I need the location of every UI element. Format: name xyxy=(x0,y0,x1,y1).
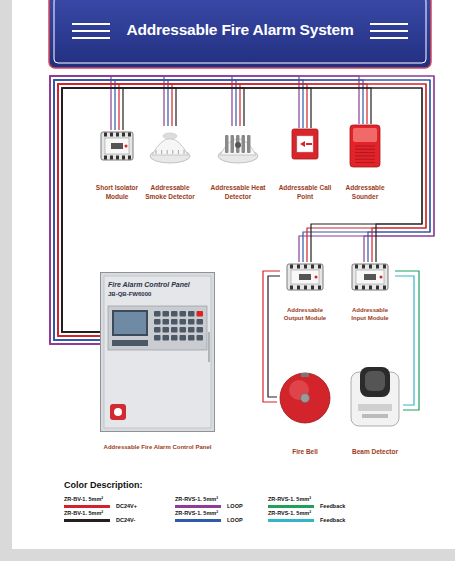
call-icon xyxy=(292,129,318,159)
wire-strand xyxy=(62,88,422,332)
device-label: Addressable Call Point xyxy=(277,184,333,202)
smoke-icon xyxy=(150,133,190,163)
call-point: Addressable Call Point xyxy=(277,128,333,204)
legend-text: DC24V- xyxy=(116,517,135,523)
wire-strand xyxy=(62,88,422,332)
heat-illustration xyxy=(217,126,259,164)
module-illustration xyxy=(351,262,389,292)
cable-spec: ZR-RVS-1. 5mm² xyxy=(175,510,218,516)
device-label: Addressable Input Module xyxy=(345,306,395,322)
panel-caption: Addressable Fire Alarm Control Panel xyxy=(94,444,221,450)
title-text: Addressable Fire Alarm System xyxy=(0,21,455,39)
bell-illustration xyxy=(279,372,331,424)
smoke-detector: Addressable Smoke Detector xyxy=(141,126,199,204)
device-label: Short Isolator Module xyxy=(89,184,145,202)
device-label: Addressable Heat Detector xyxy=(209,184,267,202)
wire-strand xyxy=(268,276,280,397)
cable-spec: ZR-BV-1. 5mm² xyxy=(64,496,103,502)
legend-swatch xyxy=(64,519,110,522)
legend-text: Feedback xyxy=(320,503,345,509)
bell-icon xyxy=(280,373,330,423)
heat-detector: Addressable Heat Detector xyxy=(209,126,267,204)
isolator-module: Short Isolator Module xyxy=(89,130,145,204)
module-icon xyxy=(352,264,388,290)
sounder-icon xyxy=(350,125,380,167)
input-module: Addressable Input Module xyxy=(345,262,395,324)
legend-text: LOOP xyxy=(227,503,243,509)
legend-text: DC24V+ xyxy=(116,503,137,509)
beam-icon xyxy=(351,367,399,426)
output-module: Addressable Output Module xyxy=(280,262,330,324)
panel-name: Fire Alarm Control Panel xyxy=(108,281,190,288)
cable-spec: ZR-BV-1. 5mm² xyxy=(64,510,103,516)
control-panel: Fire Alarm Control PanelJB-QB-FW6000Addr… xyxy=(100,272,215,452)
side-strip xyxy=(0,0,12,561)
legend-swatch xyxy=(268,519,314,522)
legend-swatch xyxy=(175,505,221,508)
module-icon xyxy=(287,264,323,290)
panel-icon xyxy=(101,273,215,432)
legend-swatch xyxy=(64,505,110,508)
cable-spec: ZR-RVS-1. 5mm² xyxy=(268,496,311,502)
legend-swatch xyxy=(175,519,221,522)
cable-spec: ZR-RVS-1. 5mm² xyxy=(268,510,311,516)
wire-connector xyxy=(263,271,280,402)
heat-icon xyxy=(218,135,258,163)
legend-text: Feedback xyxy=(320,517,345,523)
cable-spec: ZR-RVS-1. 5mm² xyxy=(175,496,218,502)
device-label: Addressable Smoke Detector xyxy=(141,184,199,202)
legend-heading: Color Description: xyxy=(64,480,143,490)
fire-bell: Fire Bell xyxy=(277,372,333,459)
module-icon xyxy=(101,132,133,160)
bottom-strip xyxy=(0,549,455,561)
wire-strand xyxy=(263,271,280,402)
device-label: Addressable Output Module xyxy=(280,306,330,322)
legend-text: LOOP xyxy=(227,517,243,523)
sounder-illustration xyxy=(349,124,381,168)
device-label: Fire Bell xyxy=(277,448,333,457)
smoke-illustration xyxy=(149,126,191,164)
beam-illustration xyxy=(348,366,402,428)
panel-model: JB-QB-FW6000 xyxy=(108,291,151,297)
module-illustration xyxy=(100,130,134,162)
beam-detector: Beam Detector xyxy=(347,366,403,459)
device-label: Beam Detector xyxy=(347,448,403,457)
device-label: Addressable Sounder xyxy=(337,184,393,202)
legend-swatch xyxy=(268,505,314,508)
call-illustration xyxy=(291,128,319,160)
module-illustration xyxy=(286,262,324,292)
wire-strand xyxy=(62,88,371,332)
sounder: Addressable Sounder xyxy=(337,124,393,204)
